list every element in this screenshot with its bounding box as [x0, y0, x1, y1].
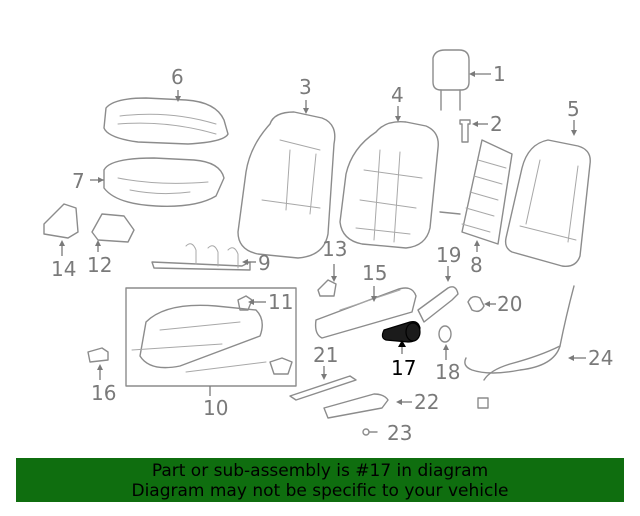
part-5-seatback-frame: [504, 139, 591, 267]
banner-line-2: Diagram may not be specific to your vehi…: [131, 481, 509, 501]
leader-lines: [59, 71, 586, 405]
part-19-lever: [417, 286, 459, 323]
part-14-bracket: [43, 203, 79, 239]
callout-18: 18: [435, 360, 460, 384]
callout-labels: 1 2 3 4 5 6 7 8 9 10 11 12 13 14 15 16 1…: [51, 62, 613, 445]
part-13-clip: [317, 279, 337, 297]
info-banner: Part or sub-assembly is #17 in diagram D…: [16, 458, 624, 502]
callout-9: 9: [258, 251, 271, 275]
part-24-wire-harness: [464, 285, 575, 409]
callout-13: 13: [322, 237, 347, 261]
part-21-trim: [289, 375, 357, 401]
callout-20: 20: [497, 292, 522, 316]
callout-3: 3: [299, 75, 312, 99]
callout-24: 24: [588, 346, 613, 370]
callout-17-highlighted: 17: [391, 356, 416, 380]
callout-21: 21: [313, 343, 338, 367]
callout-2: 2: [490, 112, 503, 136]
part-2-guide: [459, 119, 471, 143]
callout-5: 5: [567, 97, 580, 121]
part-17-highlighted-handle: [381, 321, 421, 343]
callout-7: 7: [72, 169, 85, 193]
callout-22: 22: [414, 390, 439, 414]
part-23-pin: [362, 428, 378, 436]
part-16-clip: [87, 347, 109, 363]
part-1-headrest: [432, 49, 470, 111]
callout-11: 11: [268, 290, 293, 314]
part-7-cushion-pad: [103, 157, 225, 207]
part-18-cap: [438, 325, 452, 343]
callout-19: 19: [436, 243, 461, 267]
part-15-side-trim: [314, 287, 417, 339]
callout-16: 16: [91, 381, 116, 405]
callout-12: 12: [87, 253, 112, 277]
part-10-track-assembly: [125, 287, 297, 387]
part-20-knob: [467, 295, 485, 313]
part-9-track-bar: [151, 243, 251, 271]
part-8-spring-mat: [439, 139, 513, 245]
callout-14: 14: [51, 257, 76, 281]
part-6-cushion-cover: [103, 97, 229, 145]
part-3-seatback-cover: [237, 111, 336, 259]
part-4-seatback-pad: [339, 121, 439, 249]
part-22-trim: [323, 393, 389, 419]
callout-6: 6: [171, 65, 184, 89]
callout-10: 10: [203, 396, 228, 420]
part-12-bracket: [91, 213, 135, 243]
callout-15: 15: [362, 261, 387, 285]
callout-8: 8: [470, 253, 483, 277]
callout-23: 23: [387, 421, 412, 445]
callout-4: 4: [391, 83, 404, 107]
banner-line-1: Part or sub-assembly is #17 in diagram: [151, 461, 489, 481]
callout-1: 1: [493, 62, 506, 86]
